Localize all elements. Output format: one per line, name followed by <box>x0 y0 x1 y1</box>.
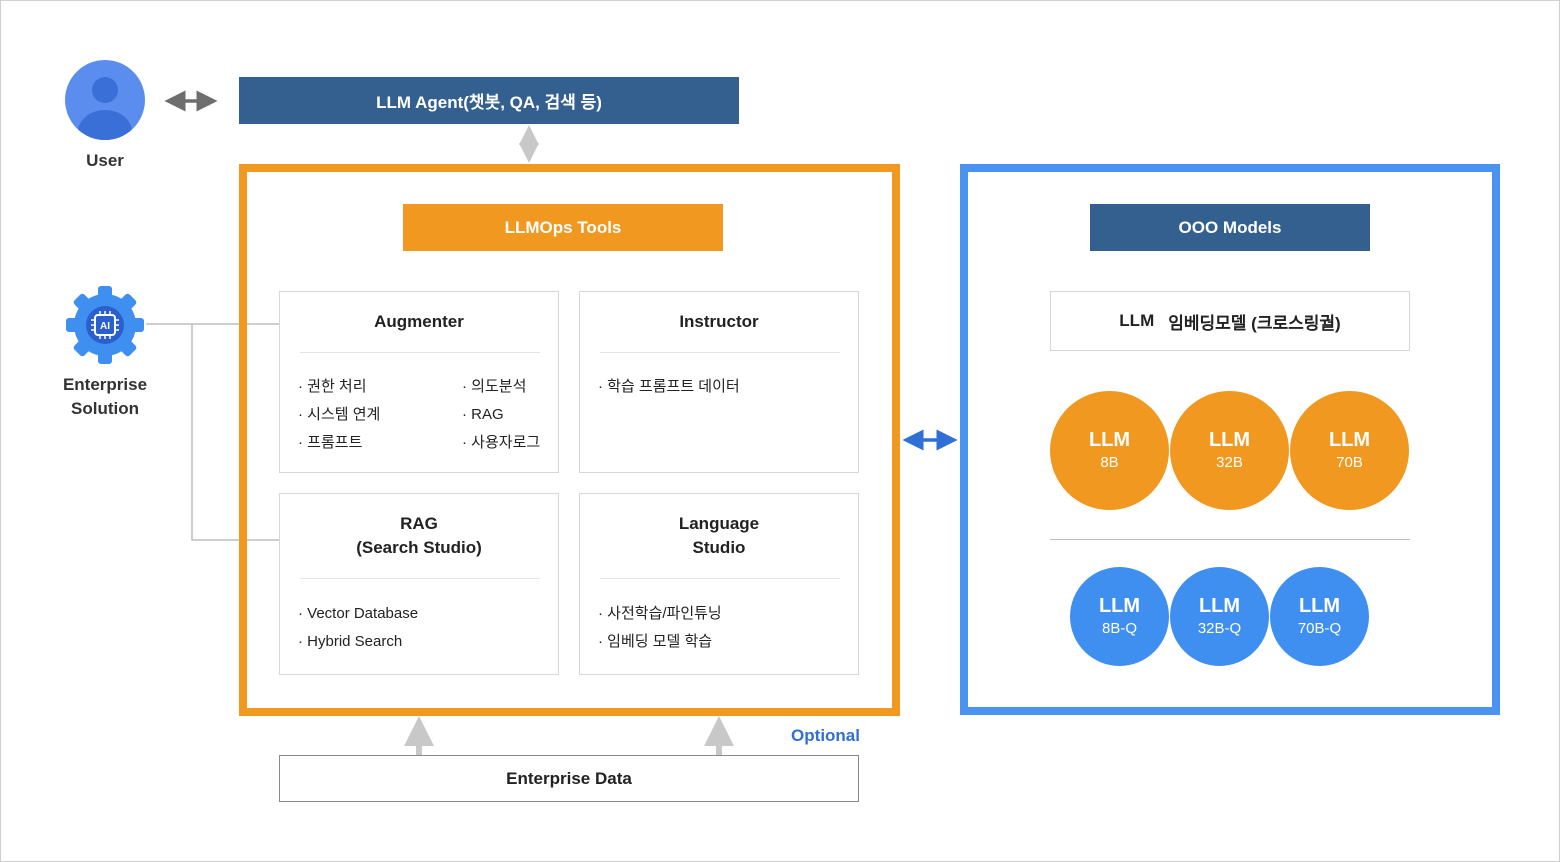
models-box <box>960 164 1500 715</box>
language-studio-card: Language Studio · 사전학습/파인튜닝 · 임베딩 모델 학습 <box>579 493 859 675</box>
language-studio-title: Language Studio <box>580 512 858 560</box>
enterprise-solution-line1: Enterprise <box>62 375 148 394</box>
instructor-divider <box>600 352 840 353</box>
rag-title-line1: RAG <box>400 514 438 533</box>
rag-divider <box>300 578 540 579</box>
llmops-tools-title: LLMOps Tools <box>403 204 723 251</box>
llm-70b-circle: LLM 70B <box>1290 391 1409 510</box>
circle-size: 70B <box>1336 453 1363 471</box>
circle-size: 8B <box>1100 453 1119 471</box>
augmenter-title: Augmenter <box>374 312 464 331</box>
bullet-item: · 사용자로그 <box>462 434 541 451</box>
bullet-item: · 프롬프트 <box>298 434 363 451</box>
circle-size: 32B-Q <box>1197 619 1242 637</box>
enterprise-solution-gear-icon: AI <box>63 283 147 367</box>
language-studio-bullets: · 사전학습/파인튜닝 · 임베딩 모델 학습 <box>598 604 722 652</box>
circle-name: LLM <box>1208 428 1251 451</box>
bullet-item: · 학습 프롬프트 데이터 <box>598 378 740 395</box>
bullet-item: · Vector Database <box>298 605 419 622</box>
rag-title: RAG (Search Studio) <box>280 512 558 560</box>
language-studio-divider <box>600 578 840 579</box>
models-divider <box>1050 539 1410 540</box>
instructor-bullets: · 학습 프롬프트 데이터 <box>598 377 740 397</box>
circle-size: 32B <box>1216 453 1243 471</box>
llm-32b-q-circle: LLM 32B-Q <box>1170 567 1269 666</box>
bullet-item: · 의도분석 <box>462 378 527 395</box>
augmenter-bullets-left: · 권한 처리 · 시스템 연계 · 프롬프트 <box>298 377 380 453</box>
language-studio-title-line2: Studio <box>692 538 746 557</box>
circle-name: LLM <box>1298 594 1341 617</box>
llm-8b-q-circle: LLM 8B-Q <box>1070 567 1169 666</box>
circle-name: LLM <box>1098 594 1141 617</box>
augmenter-bullets-right: · 의도분석 · RAG · 사용자로그 <box>462 377 540 453</box>
rag-card: RAG (Search Studio) · Vector Database · … <box>279 493 559 675</box>
embedding-model-box: LLM 임베딩모델 (크로스링궐) <box>1050 291 1410 351</box>
models-title: OOO Models <box>1090 204 1370 251</box>
user-label: User <box>86 151 124 170</box>
llm-32b-circle: LLM 32B <box>1170 391 1289 510</box>
embedding-model-label: 임베딩모델 (크로스링궐) <box>1168 313 1341 333</box>
augmenter-divider <box>300 352 540 353</box>
circle-name: LLM <box>1198 594 1241 617</box>
instructor-title: Instructor <box>679 312 759 331</box>
bullet-item: · 권한 처리 <box>298 378 367 395</box>
enterprise-solution-connector <box>146 323 279 541</box>
llm-agent-bar: LLM Agent(챗봇, QA, 검색 등) <box>239 77 739 124</box>
user-avatar-icon <box>65 60 145 140</box>
rag-title-line2: (Search Studio) <box>356 538 482 557</box>
augmenter-card: Augmenter · 권한 처리 · 시스템 연계 · 프롬프트 · 의도분석… <box>279 291 559 473</box>
embedding-llm-label: LLM <box>1119 311 1155 330</box>
bullet-item: · 사전학습/파인튜닝 <box>598 605 722 622</box>
bullet-item: · 임베딩 모델 학습 <box>598 633 713 650</box>
circle-size: 70B-Q <box>1297 619 1342 637</box>
bullet-item: · RAG <box>462 406 504 423</box>
circle-name: LLM <box>1088 428 1131 451</box>
language-studio-title-line1: Language <box>678 514 760 533</box>
rag-bullets: · Vector Database · Hybrid Search <box>298 604 418 652</box>
ai-chip-label: AI <box>100 321 110 332</box>
bullet-item: · 시스템 연계 <box>298 406 381 423</box>
optional-label: Optional <box>791 726 860 745</box>
enterprise-solution-line2: Solution <box>71 399 139 418</box>
llmops-tools-box <box>239 164 900 716</box>
llm-70b-q-circle: LLM 70B-Q <box>1270 567 1369 666</box>
circle-size: 8B-Q <box>1101 619 1137 637</box>
enterprise-data-box: Enterprise Data <box>279 755 859 802</box>
circle-name: LLM <box>1328 428 1371 451</box>
instructor-card: Instructor · 학습 프롬프트 데이터 <box>579 291 859 473</box>
llm-8b-circle: LLM 8B <box>1050 391 1169 510</box>
enterprise-solution-label: Enterprise Solution <box>40 373 170 421</box>
bullet-item: · Hybrid Search <box>298 633 403 650</box>
